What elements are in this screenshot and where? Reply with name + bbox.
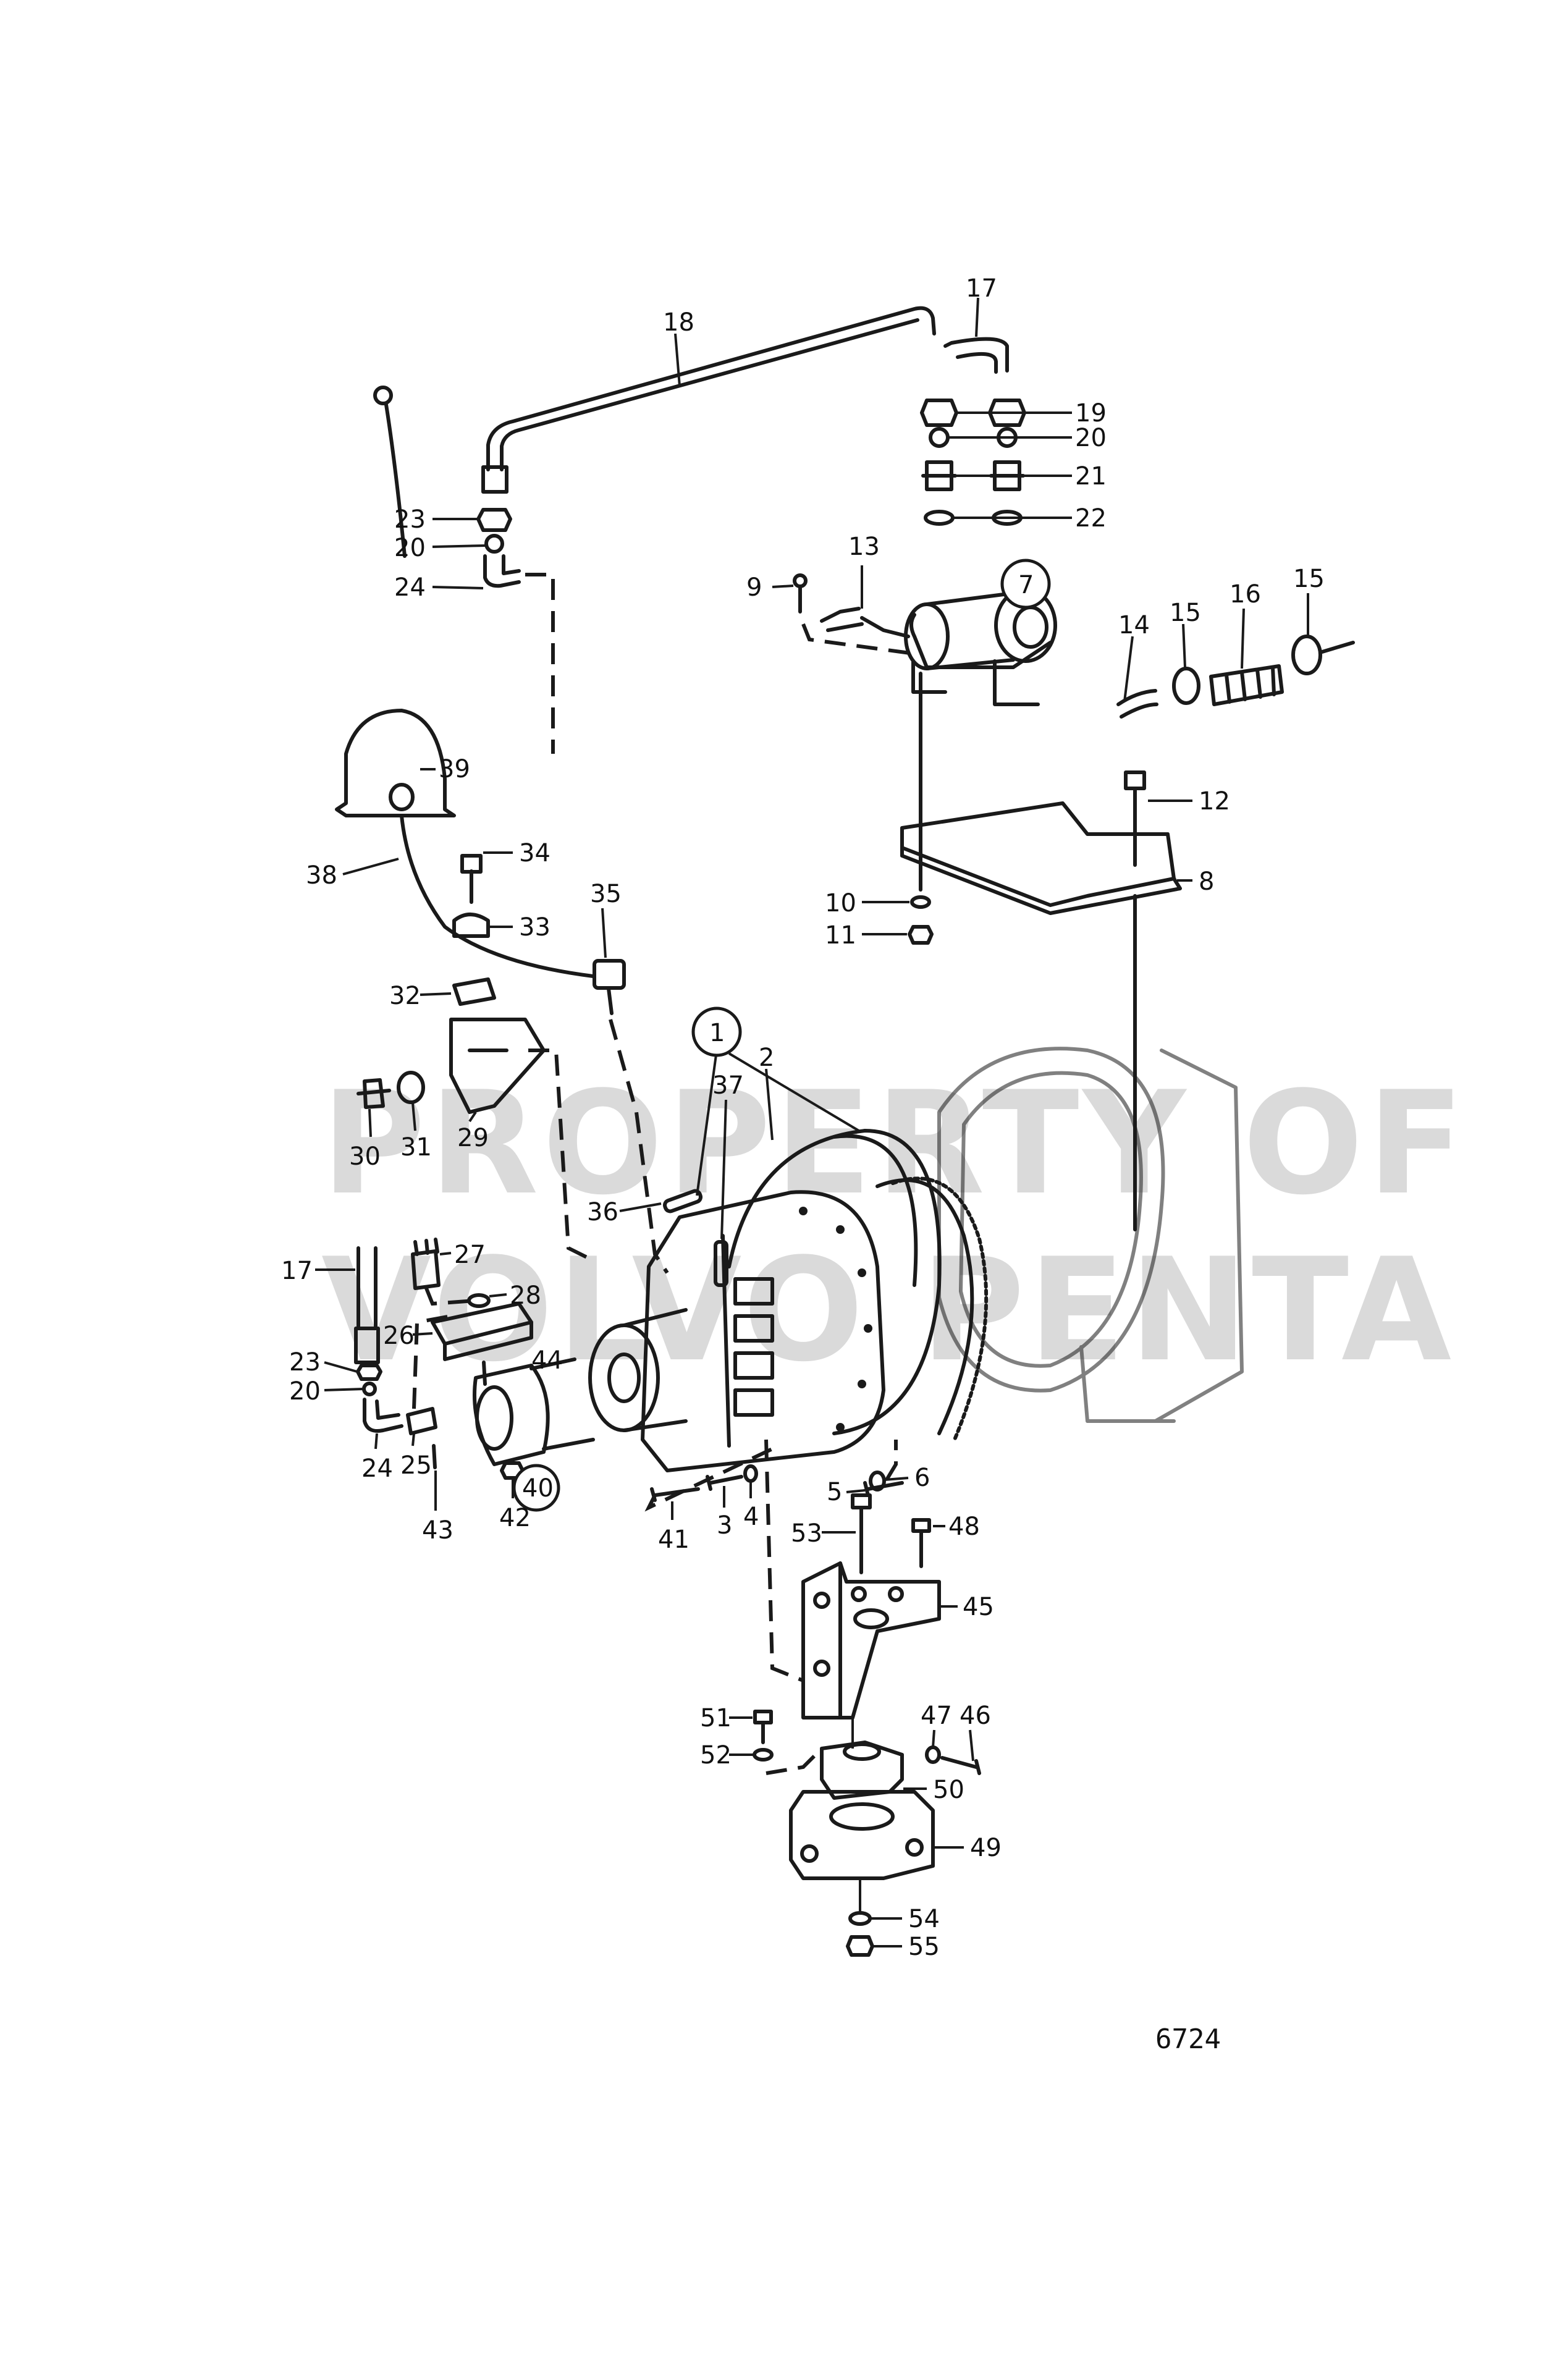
callout-23-top: 23 bbox=[394, 505, 426, 534]
callout-43: 43 bbox=[422, 1516, 453, 1545]
watermark-line-1: PROPERTY OF bbox=[321, 1061, 1468, 1226]
clamp-parts bbox=[452, 854, 490, 938]
callout-33: 33 bbox=[519, 913, 551, 942]
callout-45: 45 bbox=[963, 1593, 994, 1621]
callout-18: 18 bbox=[663, 308, 694, 337]
engine-mount bbox=[753, 1439, 981, 1957]
callout-51: 51 bbox=[700, 1704, 732, 1732]
callout-29: 29 bbox=[457, 1124, 489, 1152]
callout-11: 11 bbox=[825, 921, 856, 950]
callout-42: 42 bbox=[499, 1504, 531, 1532]
callout-4: 4 bbox=[743, 1503, 759, 1531]
callout-24-top: 24 bbox=[394, 573, 426, 602]
callout-31: 31 bbox=[400, 1133, 432, 1162]
callout-49: 49 bbox=[970, 1834, 1002, 1862]
callout-22: 22 bbox=[1075, 504, 1107, 533]
callout-55: 55 bbox=[908, 1933, 940, 1961]
callout-53: 53 bbox=[791, 1519, 822, 1548]
callout-12: 12 bbox=[1199, 787, 1230, 816]
callout-37: 37 bbox=[712, 1071, 744, 1100]
callout-32: 32 bbox=[389, 982, 421, 1010]
bracket-plate-8 bbox=[900, 672, 1182, 1231]
callout-52: 52 bbox=[700, 1741, 732, 1770]
hose-parts bbox=[1116, 635, 1355, 719]
ring-gear bbox=[875, 1176, 989, 1441]
shift-lever bbox=[335, 386, 595, 978]
callout-20-top-left: 20 bbox=[394, 534, 426, 562]
watermark: PROPERTY OF VOLVO PENTA bbox=[321, 1061, 1468, 1393]
lever-bracket bbox=[356, 977, 594, 1262]
callout-17-lower: 17 bbox=[281, 1257, 313, 1285]
callout-10: 10 bbox=[825, 889, 856, 918]
callout-7: 7 bbox=[1018, 571, 1034, 599]
callout-24-lower: 24 bbox=[361, 1454, 393, 1483]
callout-15-right: 15 bbox=[1293, 565, 1325, 593]
callout-20-lower: 20 bbox=[289, 1377, 321, 1406]
callout-48: 48 bbox=[948, 1513, 980, 1541]
callout-26: 26 bbox=[383, 1322, 415, 1350]
left-pipe-fittings bbox=[476, 508, 555, 754]
callout-54: 54 bbox=[908, 1905, 940, 1933]
callout-39: 39 bbox=[439, 755, 470, 783]
callout-46: 46 bbox=[960, 1702, 991, 1730]
callout-23-lower: 23 bbox=[289, 1348, 321, 1377]
callout-28: 28 bbox=[510, 1281, 541, 1310]
callout-6: 6 bbox=[914, 1464, 930, 1492]
switch-block bbox=[411, 1238, 533, 1361]
watermark-line-2: VOLVO PENTA bbox=[321, 1228, 1455, 1393]
reverse-gear-housing bbox=[588, 1129, 942, 1472]
callout-20-right: 20 bbox=[1075, 424, 1107, 452]
callout-15-left: 15 bbox=[1170, 599, 1201, 627]
engine-flywheel-housing bbox=[937, 1047, 1244, 1423]
callout-3: 3 bbox=[717, 1511, 732, 1540]
callout-1: 1 bbox=[709, 1019, 725, 1047]
callout-30: 30 bbox=[349, 1142, 381, 1171]
lower-hose-assembly bbox=[354, 1246, 452, 1435]
callout-9: 9 bbox=[746, 573, 762, 602]
callout-labels: 18 17 19 20 21 22 23 20 24 13 9 7 bbox=[281, 274, 1325, 1961]
callout-21: 21 bbox=[1075, 462, 1107, 491]
callout-17-top: 17 bbox=[966, 274, 997, 303]
callout-2-leader bbox=[765, 1068, 774, 1141]
oil-pipe-18 bbox=[481, 306, 1009, 494]
callout-25: 25 bbox=[400, 1451, 432, 1480]
callout-1-leader-b bbox=[728, 1052, 860, 1132]
callout-38: 38 bbox=[306, 861, 337, 890]
callout-44: 44 bbox=[531, 1346, 563, 1375]
pipe-fittings-stack bbox=[920, 399, 1026, 526]
callout-34: 34 bbox=[519, 839, 551, 867]
figure-reference: 6724 bbox=[1155, 2023, 1221, 2055]
callout-13: 13 bbox=[848, 533, 880, 561]
callout-27: 27 bbox=[454, 1241, 486, 1269]
callout-41: 41 bbox=[658, 1525, 690, 1554]
cable-connector bbox=[593, 959, 669, 1274]
callout-36: 36 bbox=[587, 1198, 618, 1226]
callout-50: 50 bbox=[933, 1776, 964, 1804]
coupling-flange bbox=[432, 1357, 595, 1480]
callout-2: 2 bbox=[759, 1044, 774, 1072]
callout-5: 5 bbox=[827, 1478, 842, 1506]
callout-35: 35 bbox=[590, 880, 622, 908]
oil-cooler bbox=[793, 573, 1057, 706]
callout-19: 19 bbox=[1075, 399, 1107, 428]
callout-16: 16 bbox=[1230, 580, 1261, 609]
callout-1-leader-a bbox=[696, 1050, 718, 1196]
callout-8: 8 bbox=[1199, 867, 1214, 896]
callout-14: 14 bbox=[1118, 611, 1150, 639]
housing-bolts bbox=[644, 1440, 904, 1512]
callout-47: 47 bbox=[921, 1702, 952, 1730]
callout-40: 40 bbox=[522, 1474, 554, 1503]
